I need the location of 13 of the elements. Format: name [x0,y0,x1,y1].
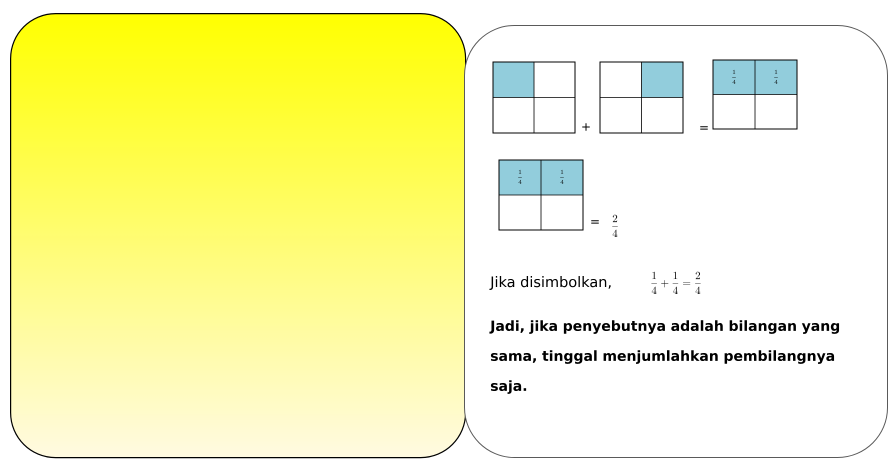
equals-sign: = [591,220,599,224]
fraction: $\frac{2}{4}$ [612,214,618,237]
equals-sign: = [700,126,708,130]
sentence: Jika disimbolkan, [489,276,611,290]
fraction-equation: $\frac{1}{4}+\frac{1}{4}=\frac{2}{4}$ [651,272,701,294]
cell-fraction: $\frac{1}{4}$ [732,70,736,84]
cell-fraction: $\frac{1}{4}$ [560,170,564,184]
paragraph: Jadi, jika penyebutnya adalah bilangan yang sama, tinggal menjumlahkan pembilangnya saja. [489,320,840,394]
cell-fraction: $\frac{1}{4}$ [774,70,778,84]
panel-background [464,25,888,458]
cell-fraction: $\frac{1}{4}$ [518,170,522,184]
card-background [10,13,466,458]
plus-sign: + [582,123,590,131]
